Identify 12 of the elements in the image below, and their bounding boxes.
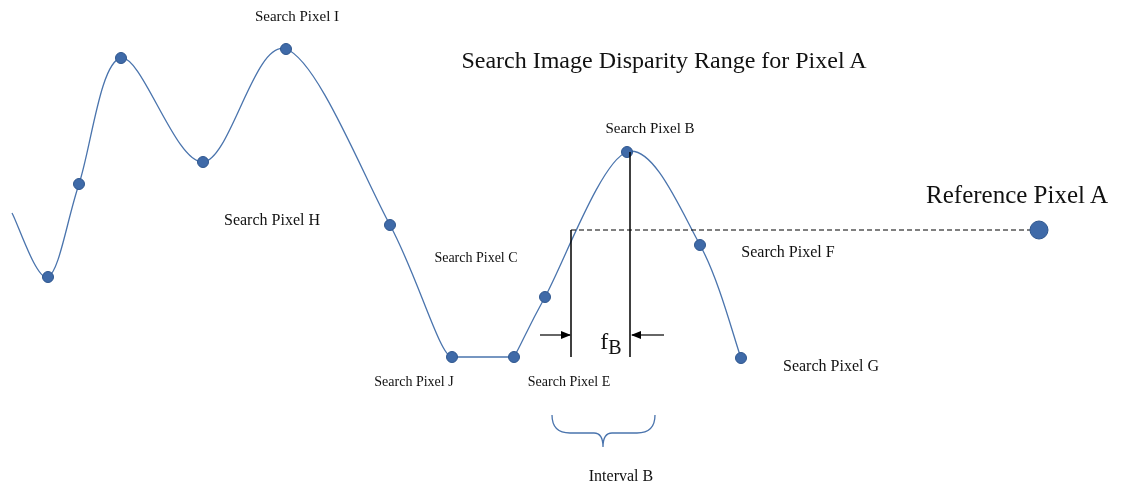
- point-label: Reference Pixel A: [926, 181, 1108, 207]
- point-label: Search Pixel G: [783, 358, 879, 374]
- point-label: Search Pixel C: [434, 251, 518, 265]
- point-label: Search Pixel F: [741, 244, 835, 260]
- point-label: Search Pixel E: [527, 375, 611, 389]
- point-label: Search Pixel J: [374, 375, 454, 389]
- diagram-title: Search Image Disparity Range for Pixel A: [461, 48, 867, 72]
- point-label: Search Pixel B: [605, 120, 695, 136]
- interval-label: Interval B: [588, 468, 654, 484]
- point-label: Search Pixel I: [254, 8, 340, 24]
- dimension-label: f$_{B}$: [600, 328, 622, 358]
- point-label: Search Pixel H: [224, 212, 320, 228]
